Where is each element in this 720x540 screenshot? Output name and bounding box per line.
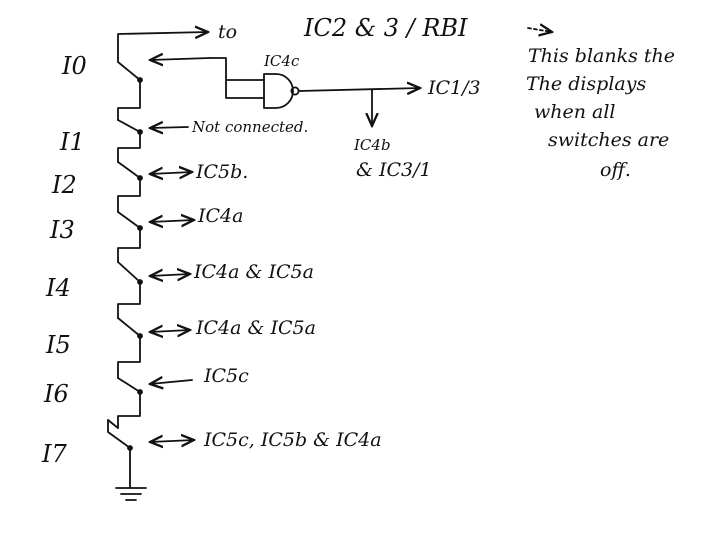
gate-branch-line2: & IC3/1 [356,159,432,181]
input-label-2: I2 [51,171,77,199]
input-label-6: I6 [43,380,69,408]
switch-1-connection: Not connected. [191,118,308,136]
input-label-4: I4 [45,274,71,302]
switch-7-arrow [150,440,194,442]
switch-2-arrow [150,172,192,174]
target-label: IC2 & 3 / RBI [303,14,468,42]
ground-symbol [115,477,147,501]
switch-7 [107,419,131,479]
switch-0 [117,57,141,121]
input-label-3: I3 [49,216,75,244]
switch-3-arrow [150,220,194,222]
switch-3 [117,211,141,263]
switch-5-contact [137,333,143,339]
gate-input-wires [209,57,265,99]
switch-4-connection: IC4a & IC5a [193,261,314,283]
input-label-1: I1 [59,128,85,156]
explanatory-note: This blanks the The displays when all sw… [526,45,675,181]
switch-4 [117,261,141,319]
switch-7-link [107,419,119,429]
input-labels: I0 I1 I2 I3 I4 I5 I6 I7 [41,52,87,468]
switch-5-arrow [150,330,190,332]
note-line-1: This blanks the [528,45,675,67]
switch-2-connection: IC5b. [195,161,248,183]
switch-0-contact [137,77,143,83]
switch-2 [117,161,141,213]
note-line-5: off. [600,159,631,181]
gate-output-wire [298,88,420,91]
switch-6 [117,377,141,429]
input-label-0: I0 [61,52,87,80]
switch-2-contact [137,175,143,181]
switch-7-connection: IC5c, IC5b & IC4a [203,429,382,451]
switch-3-contact [137,225,143,231]
switch-6-contact [137,389,143,395]
note-line-2: The displays [526,73,646,95]
note-line-4: switches are [548,129,669,151]
switch-6-connection: IC5c [203,365,249,387]
to-label: to [218,21,237,43]
switch-5-connection: IC4a & IC5a [195,317,316,339]
gate-branch-line1: IC4b [353,136,391,154]
gate-label: IC4c [263,52,300,70]
switch-6-arrow [150,380,193,384]
switch-5 [117,317,141,379]
switch-1 [117,119,141,163]
switch-4-arrow [150,274,190,276]
switch-chain: Not connected. IC5b. IC4a IC4a & IC5a IC… [107,57,382,501]
input-label-7: I7 [41,440,67,468]
switch-1-contact [137,129,143,135]
switch-4-contact [137,279,143,285]
top-rail-wire [117,32,208,59]
gate-output-target: IC1/3 [427,77,481,99]
switch-7-contact [127,445,133,451]
switch-0-to-gate-wire [150,58,211,60]
switch-3-connection: IC4a [197,205,243,227]
note-pointer-arrow [527,28,552,32]
gate-body [263,73,294,109]
input-label-5: I5 [45,331,71,359]
switch-1-arrow [150,127,189,128]
nand-gate: IC4c IC1/3 IC4b & IC3/1 [209,52,481,181]
note-line-3: when all [534,101,616,123]
